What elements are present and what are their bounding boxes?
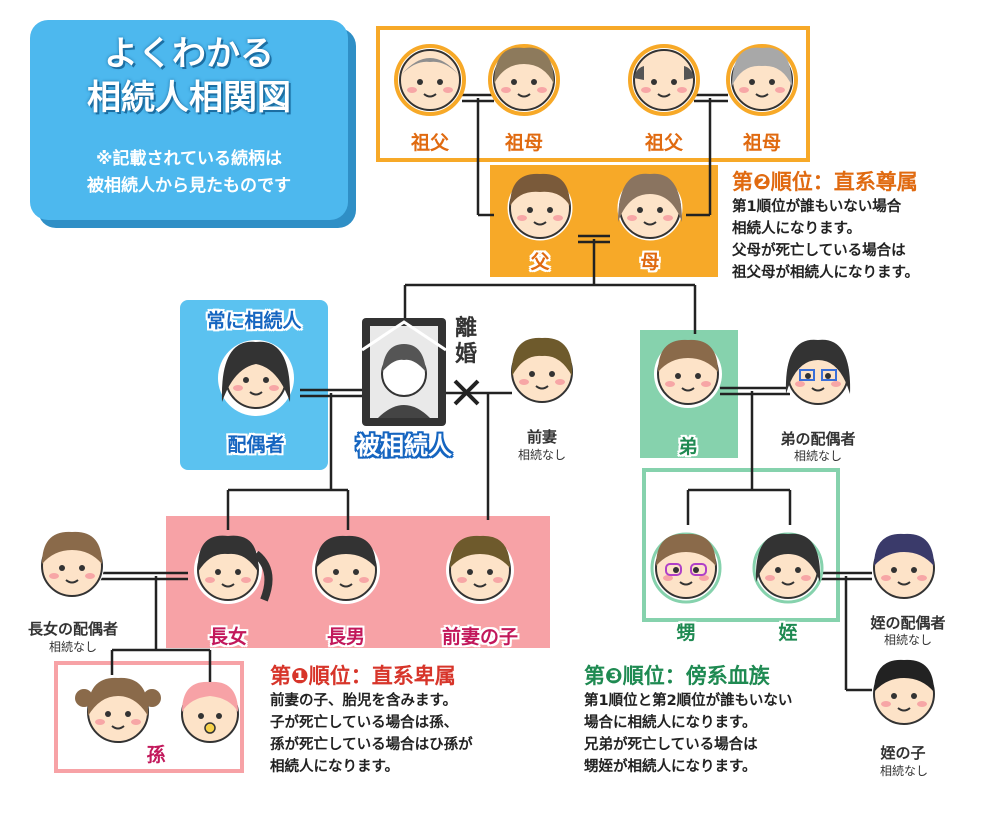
rank2-title-text: 順位：直系尊属 (770, 170, 918, 194)
label-brother-spouse: 弟の配偶者 (780, 430, 856, 448)
label-niece-child: 姪の子 (880, 744, 926, 762)
niece-face (752, 532, 824, 604)
label-eldest-daughter: 長女 (208, 626, 247, 648)
rank2-line-1: 第1順位が誰もいない場合 (732, 199, 902, 215)
brother-spouse-face (784, 339, 852, 408)
label-spouse: 配偶者 (227, 434, 285, 456)
rank1-line-2: 子が死亡している場合は孫、 (270, 715, 459, 731)
label-grandfather-maternal: 祖父 (644, 132, 683, 154)
brother-face (654, 339, 722, 408)
rank1-block: 第❶順位：直系卑属 前妻の子、胎児を含みます。 子が死亡している場合は孫、 孫が… (270, 660, 570, 778)
grandmother-paternal-face (488, 44, 560, 116)
eldest-daughter-face (194, 535, 273, 604)
label-ex-wife-child: 前妻の子 (441, 626, 518, 648)
rank2-line-3: 父母が死亡している場合は (732, 243, 906, 259)
rank3-block: 第❸順位：傍系血族 第1順位と第2順位が誰もいない 場合に相続人になります。 兄… (584, 660, 854, 778)
rank2-line-2: 相続人になります。 (732, 221, 862, 237)
rank3-number: ❸ (605, 664, 623, 688)
deceased-portrait (361, 318, 447, 426)
rank3-prefix: 第 (584, 664, 605, 688)
rank1-title: 第❶順位：直系卑属 (270, 660, 570, 690)
label-deceased: 被相続人 (356, 432, 452, 460)
rank2-title: 第❷順位：直系尊属 (732, 166, 992, 196)
label-brother-spouse-note: 相続なし (793, 449, 842, 463)
rank3-line-3: 兄弟が死亡している場合は (584, 737, 758, 753)
grandmother-maternal-face (726, 44, 798, 116)
label-daughter-spouse: 長女の配偶者 (27, 620, 118, 638)
rank1-prefix: 第 (270, 664, 291, 688)
label-father: 父 (530, 251, 550, 273)
rank3-line-2: 場合に相続人になります。 (584, 715, 757, 731)
eldest-son-face (312, 535, 380, 604)
divorce-char-2: 婚 (454, 342, 477, 367)
label-eldest-son: 長男 (326, 626, 365, 648)
title-note-line-1: ※記載されている続柄は (95, 149, 283, 169)
rank1-line-3: 孫が死亡している場合はひ孫が (270, 737, 473, 753)
divorce-char-1: 離 (454, 316, 477, 341)
nephew-face (650, 532, 722, 604)
label-younger-brother: 弟 (678, 436, 698, 458)
title-note: ※記載されている続柄は 被相続人から見たものです (30, 146, 348, 200)
grandchild-girl-face (75, 677, 161, 743)
label-niece-child-note: 相続なし (879, 764, 928, 778)
page-title: よくわかる 相続人相関図 (30, 32, 348, 120)
rank2-number: ❷ (753, 170, 771, 194)
grandchild-baby-face (181, 681, 239, 743)
niece-spouse-face (872, 533, 936, 600)
ex-wife-child-face (446, 535, 514, 604)
father-face (504, 172, 576, 244)
label-ex-wife-note: 相続なし (517, 448, 566, 462)
grandfather-paternal-face (394, 44, 466, 116)
label-niece: 姪 (778, 622, 798, 644)
mother-face (614, 172, 686, 244)
rank3-line-4: 甥姪が相続人になります。 (584, 759, 757, 775)
label-niece-spouse-note: 相続なし (883, 633, 932, 647)
rank3-line-1: 第1順位と第2順位が誰もいない (584, 693, 793, 709)
label-grandmother-maternal: 祖母 (742, 132, 781, 154)
rank1-line-1: 前妻の子、胎児を含みます。 (270, 693, 458, 709)
label-mother: 母 (640, 251, 660, 273)
niece-child-face (872, 659, 936, 726)
rank3-title: 第❸順位：傍系血族 (584, 660, 854, 690)
label-niece-spouse: 姪の配偶者 (870, 614, 946, 632)
title-line-1: よくわかる (104, 34, 274, 74)
rank2-line-4: 祖父母が相続人になります。 (732, 265, 920, 281)
spouse-face (218, 340, 294, 416)
label-always-heir: 常に相続人 (206, 310, 302, 332)
label-grandmother-paternal: 祖母 (504, 132, 543, 154)
rank2-block: 第❷順位：直系尊属 第1順位が誰もいない場合 相続人になります。 父母が死亡して… (732, 166, 992, 284)
label-daughter-spouse-note: 相続なし (48, 640, 97, 654)
label-grandchild: 孫 (146, 744, 166, 766)
title-note-line-2: 被相続人から見たものです (87, 176, 291, 196)
title-line-2: 相続人相関図 (87, 78, 291, 118)
rank1-line-4: 相続人になります。 (270, 759, 400, 775)
label-divorce: 離 婚 (452, 316, 480, 368)
title-panel (30, 20, 348, 220)
rank2-prefix: 第 (732, 170, 753, 194)
grandfather-maternal-face (628, 44, 700, 116)
daughter-spouse-face (40, 531, 104, 598)
ex-wife-face (508, 337, 576, 406)
rank3-title-text: 順位：傍系血族 (622, 664, 770, 688)
label-grandfather-paternal: 祖父 (410, 132, 449, 154)
label-nephew: 甥 (676, 622, 696, 644)
rank1-number: ❶ (291, 664, 309, 688)
label-ex-wife: 前妻 (526, 428, 557, 446)
rank1-title-text: 順位：直系卑属 (308, 664, 456, 688)
